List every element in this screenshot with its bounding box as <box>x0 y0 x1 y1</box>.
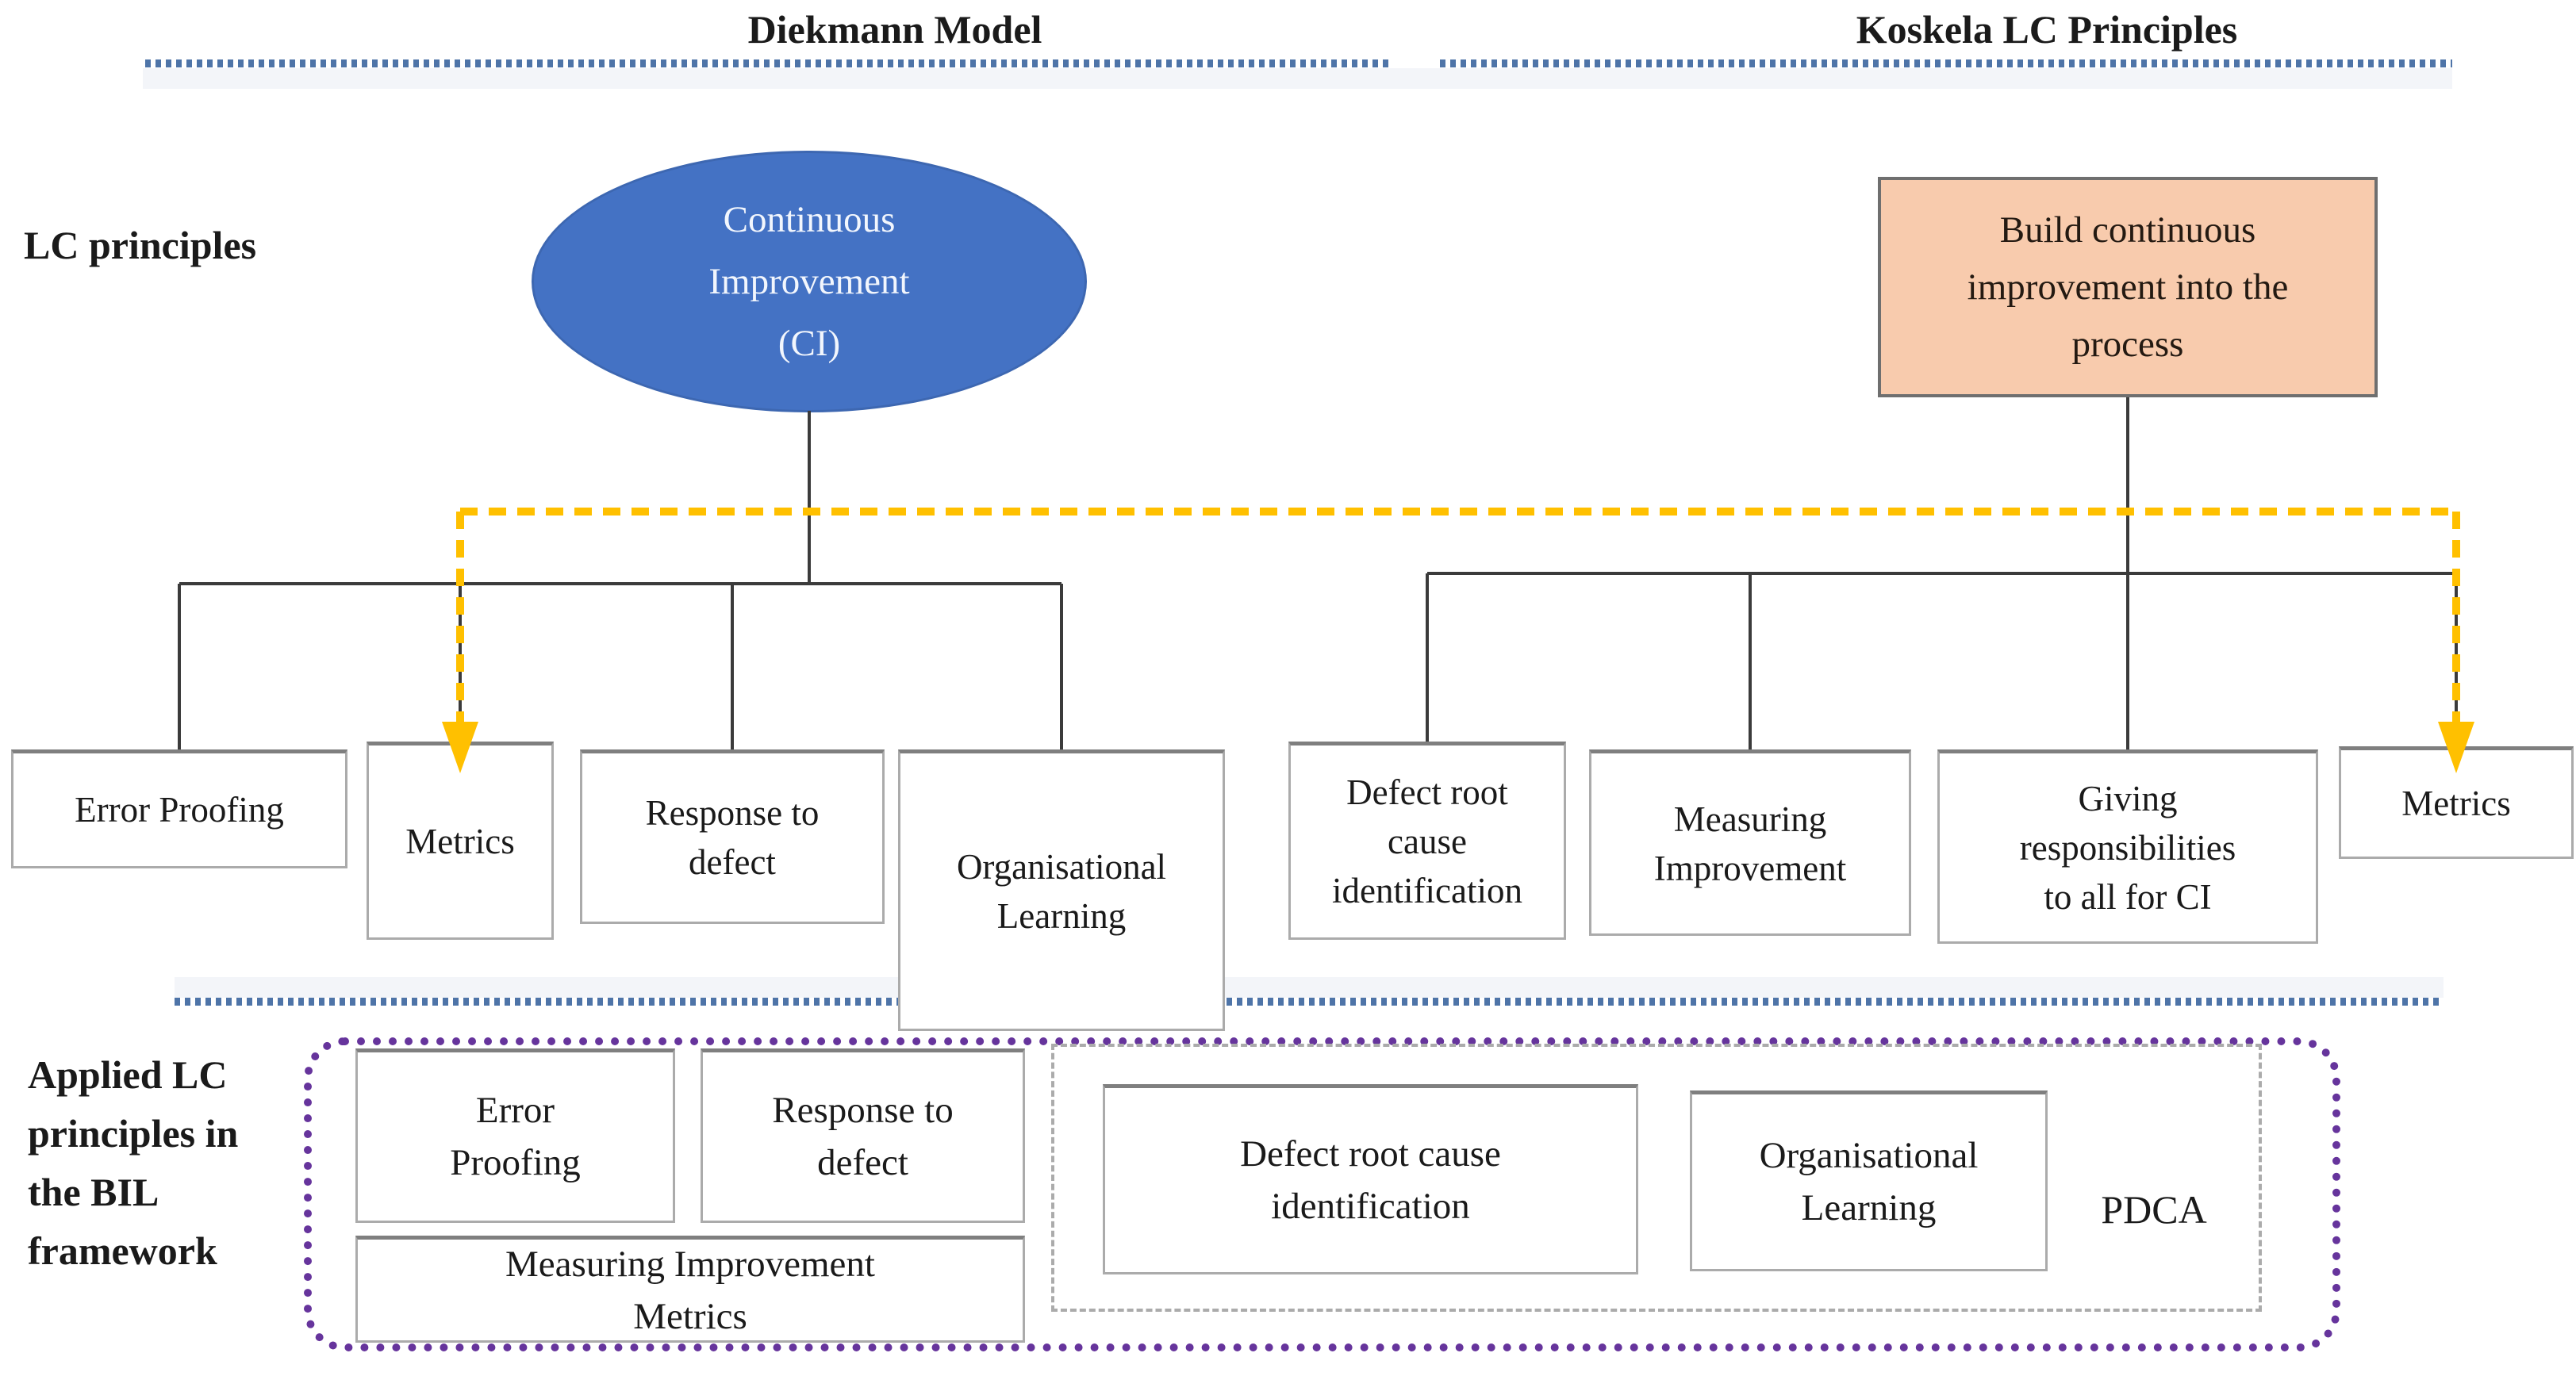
koskela-column-title: Koskela LC Principles <box>1856 7 2238 52</box>
node-organisational-learning: Organisational Learning <box>898 749 1225 1031</box>
node-error-proofing: Error Proofing <box>11 749 347 868</box>
separator-top-right <box>1440 59 2452 67</box>
bil-node-error-proofing: Error Proofing <box>355 1048 675 1223</box>
node-metrics-left: Metrics <box>367 742 554 940</box>
label-applied-bil-framework: Applied LC principles in the BIL framewo… <box>28 1052 239 1273</box>
bil-node-defect-root-cause: Defect root cause identification <box>1103 1084 1638 1274</box>
bil-node-organisational-learning: Organisational Learning <box>1690 1090 2048 1271</box>
node-giving-responsibilities: Giving responsibilities to all for CI <box>1937 749 2318 944</box>
bil-node-response-to-defect: Response to defect <box>701 1048 1025 1223</box>
node-measuring-improvement: Measuring Improvement <box>1589 749 1911 936</box>
bil-inner-dashed-frame <box>1051 1044 2262 1312</box>
node-continuous-improvement: Continuous Improvement (CI) <box>532 151 1087 412</box>
separator-top-left <box>145 59 1392 67</box>
tint-band-top <box>143 68 2452 89</box>
bil-node-pdca: PDCA <box>2101 1187 2207 1232</box>
node-response-to-defect: Response to defect <box>580 749 885 924</box>
node-metrics-right: Metrics <box>2339 746 2574 859</box>
node-build-continuous-improvement: Build continuous improvement into the pr… <box>1878 177 2378 397</box>
separator-bottom <box>175 998 2444 1006</box>
diekmann-column-title: Diekmann Model <box>747 7 1042 52</box>
tint-band-bottom <box>175 977 2444 998</box>
bil-framework-frame <box>304 1037 2340 1351</box>
node-defect-root-cause: Defect root cause identification <box>1288 742 1566 940</box>
bil-node-measuring-improvement-metrics: Measuring Improvement Metrics <box>355 1236 1025 1343</box>
gold-mapping-line <box>442 508 2474 773</box>
label-lc-principles: LC principles <box>24 223 257 267</box>
